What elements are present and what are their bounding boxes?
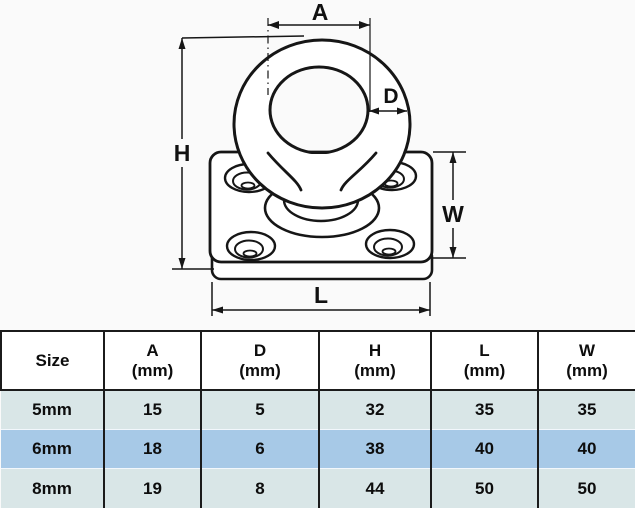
col-header-w: W (mm) xyxy=(537,331,635,391)
dimension-label-l: L xyxy=(314,282,328,308)
dimension-w: W xyxy=(433,151,467,259)
size-spec-table: Size A (mm) D (mm) H (mm) L (mm) W (mm) xyxy=(0,330,635,508)
dimension-h: H xyxy=(169,35,305,270)
col-header-size: Size xyxy=(0,331,104,391)
cell-h: 32 xyxy=(318,390,431,430)
cell-w: 50 xyxy=(537,468,635,508)
col-header-h: H (mm) xyxy=(318,331,431,391)
cell-d: 8 xyxy=(200,468,319,508)
cell-a: 15 xyxy=(103,390,201,430)
col-header-d: D (mm) xyxy=(200,331,319,391)
table-row-5mm: 5mm 15 5 32 35 35 xyxy=(1,390,635,430)
cell-size: 6mm xyxy=(1,428,104,469)
cell-w: 40 xyxy=(537,428,635,469)
col-header-a: A (mm) xyxy=(103,331,201,391)
table-row-6mm: 6mm 18 6 38 40 40 xyxy=(1,428,635,469)
swivel-eye-plate-drawing: A D H W xyxy=(169,0,467,316)
dimension-label-w: W xyxy=(442,201,464,227)
dimension-label-d: D xyxy=(383,85,398,108)
dimension-label-a: A xyxy=(312,0,329,25)
cell-size: 8mm xyxy=(1,468,104,508)
cell-l: 35 xyxy=(430,390,538,430)
cell-a: 18 xyxy=(103,428,201,469)
shank-left-contour xyxy=(266,151,303,192)
dimension-d: D xyxy=(369,85,407,115)
cell-d: 5 xyxy=(200,390,319,430)
cell-d: 6 xyxy=(200,428,319,469)
cell-a: 19 xyxy=(103,468,201,508)
header-row: Size A (mm) D (mm) H (mm) L (mm) W (mm) xyxy=(0,331,635,391)
cell-size: 5mm xyxy=(1,390,104,430)
shank-right-contour xyxy=(339,151,378,192)
cell-w: 35 xyxy=(537,390,635,430)
dimension-label-h: H xyxy=(174,140,191,166)
table-row-8mm: 8mm 19 8 44 50 50 xyxy=(1,468,635,508)
cell-l: 40 xyxy=(430,428,538,469)
cell-h: 38 xyxy=(318,428,431,469)
col-header-l: L (mm) xyxy=(430,331,538,391)
cell-h: 44 xyxy=(318,468,431,508)
dimension-l: L xyxy=(211,282,431,316)
cell-l: 50 xyxy=(430,468,538,508)
eye-ring xyxy=(232,38,412,210)
dimension-a: A xyxy=(267,0,371,112)
hole-bottom-left xyxy=(225,230,277,262)
product-diagram: A D H W xyxy=(169,0,467,316)
hole-bottom-right xyxy=(364,228,416,260)
